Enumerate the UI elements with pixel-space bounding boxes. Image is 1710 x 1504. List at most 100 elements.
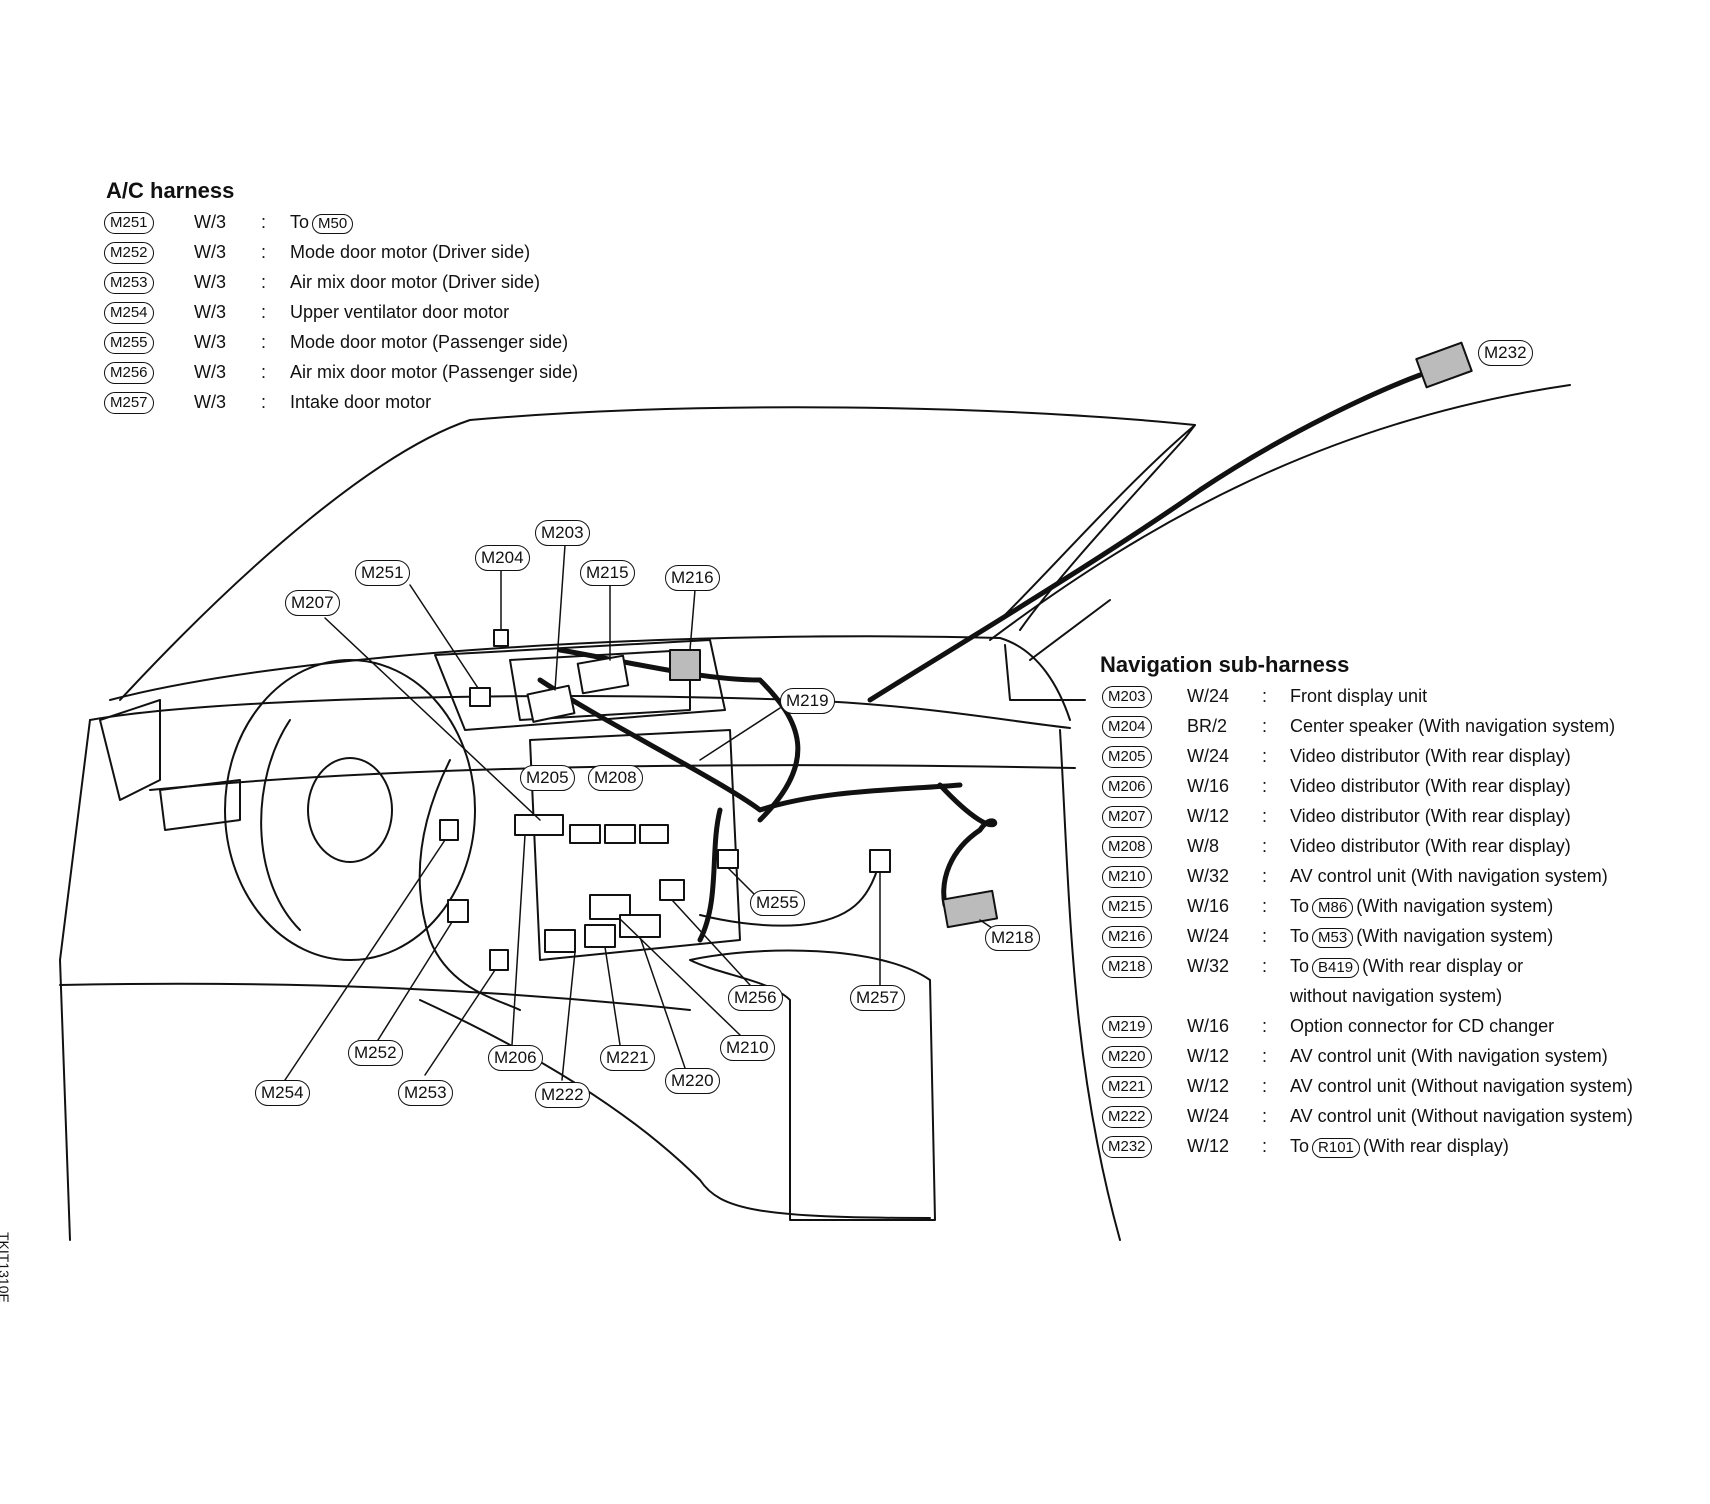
callout-m221: M221 [600, 1045, 655, 1071]
description-text: Option connector for CD changer [1290, 1016, 1555, 1036]
wire-spec: W/12 [1187, 1046, 1230, 1066]
connector-id: M218 [1102, 956, 1152, 978]
leader-m252 [377, 921, 453, 1041]
connector-id: M219 [1102, 1016, 1152, 1038]
connector-id: M253 [104, 272, 154, 294]
leader-m256 [671, 899, 751, 986]
description-text: Center speaker (With navigation system) [1290, 716, 1616, 736]
connector-m206 [604, 824, 636, 844]
connector-description: Air mix door motor (Passenger side) [290, 362, 578, 383]
callout-m203: M203 [535, 520, 590, 546]
description-text: Video distributor (With rear display) [1290, 836, 1571, 856]
leader-m253 [424, 969, 496, 1076]
description-text: Mode door motor (Driver side) [290, 242, 531, 262]
connector-id: M221 [1102, 1076, 1152, 1098]
floor-line [419, 999, 931, 1219]
description-text: To [290, 212, 310, 232]
connector-id: M204 [1102, 716, 1152, 738]
leader-m216 [689, 589, 696, 651]
leader-m251 [409, 584, 479, 689]
nav-harness-title: Navigation sub-harness [1100, 652, 1350, 677]
description-suffix: (With rear display or [1362, 956, 1524, 976]
connector-description: AV control unit (With navigation system) [1290, 1046, 1608, 1067]
harness-m257-wire [699, 859, 881, 927]
leader-m219 [699, 707, 781, 761]
ac-harness-title: A/C harness [106, 178, 235, 203]
wire-spec: W/16 [1187, 896, 1230, 916]
callout-m215: M215 [580, 560, 635, 586]
leader-m222 [561, 951, 576, 1081]
description-text: AV control unit (With navigation system) [1290, 1046, 1608, 1066]
connector-m204 [493, 629, 509, 647]
roof-line [989, 384, 1571, 641]
dash-left-end [59, 719, 91, 1241]
separator: : [1262, 926, 1268, 946]
callout-m253: M253 [398, 1080, 453, 1106]
connector-id: M255 [104, 332, 154, 354]
wire-spec: W/32 [1187, 866, 1230, 886]
wire-spec: W/3 [194, 212, 227, 232]
reference-connector: M50 [312, 214, 354, 234]
connector-description: AV control unit (Without navigation syst… [1290, 1106, 1633, 1127]
connector-m203 [526, 684, 576, 723]
callout-m219: M219 [780, 688, 835, 714]
callout-m208: M208 [588, 765, 643, 791]
connector-description: Mode door motor (Driver side) [290, 242, 530, 263]
leader-m210 [619, 918, 741, 1036]
description-suffix: (With navigation system) [1356, 926, 1554, 946]
separator: : [1262, 1016, 1268, 1036]
connector-description: Air mix door motor (Driver side) [290, 272, 540, 293]
glovebox-line [1004, 644, 1086, 701]
harness-right [937, 782, 998, 908]
callout-m210: M210 [720, 1035, 775, 1061]
separator: : [1262, 1136, 1268, 1156]
description-text: AV control unit (Without navigation syst… [1290, 1076, 1633, 1096]
leader-m220 [639, 936, 686, 1069]
center-stack [529, 729, 741, 961]
leader-m221 [604, 946, 621, 1046]
separator: : [1262, 1106, 1268, 1126]
reference-connector: M86 [1312, 898, 1354, 918]
description-continued: without navigation system) [1290, 986, 1503, 1006]
separator: : [261, 272, 267, 292]
connector-m215 [576, 654, 630, 695]
connector-id: M208 [1102, 836, 1152, 858]
connector-m207 [639, 824, 669, 844]
separator: : [1262, 866, 1268, 886]
steering-wheel-outer [224, 659, 476, 961]
wire-spec: W/3 [194, 392, 227, 412]
callout-m207: M207 [285, 590, 340, 616]
connector-description: Option connector for CD changer [1290, 1016, 1554, 1037]
callout-m206: M206 [488, 1045, 543, 1071]
description-text: To [1290, 926, 1310, 946]
separator: : [261, 362, 267, 382]
reference-connector: M53 [1312, 928, 1354, 948]
connector-m251 [469, 687, 491, 707]
callout-m204: M204 [475, 545, 530, 571]
separator: : [1262, 716, 1268, 736]
figure-code: TKIT1310E [0, 1232, 12, 1303]
connector-id: M210 [1102, 866, 1152, 888]
connector-id: M256 [104, 362, 154, 384]
connector-m252 [447, 899, 469, 923]
separator: : [1262, 806, 1268, 826]
connector-description: Upper ventilator door motor [290, 302, 509, 323]
wire-spec: W/3 [194, 242, 227, 262]
lower-dash-line [59, 982, 691, 1011]
wire-spec: W/16 [1187, 1016, 1230, 1036]
callout-m257: M257 [850, 985, 905, 1011]
wire-spec: BR/2 [1187, 716, 1228, 736]
connector-description: AV control unit (With navigation system) [1290, 866, 1608, 887]
wire-spec: W/3 [194, 332, 227, 352]
wire-spec: W/3 [194, 302, 227, 322]
callout-m254: M254 [255, 1080, 310, 1106]
description-text: Video distributor (With rear display) [1290, 746, 1571, 766]
connector-m256 [659, 879, 685, 901]
connector-id: M205 [1102, 746, 1152, 768]
steering-column [260, 719, 301, 931]
connector-m253 [489, 949, 509, 971]
connector-id: M216 [1102, 926, 1152, 948]
